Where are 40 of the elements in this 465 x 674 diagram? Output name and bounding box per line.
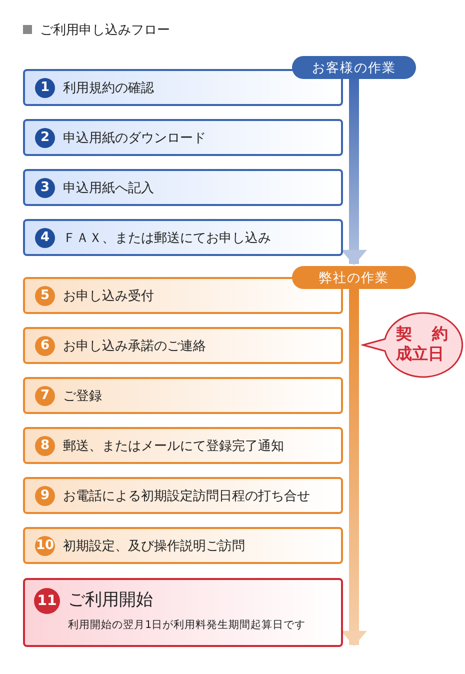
number-badge: 1 <box>35 78 55 98</box>
callout-text: 契約 <box>396 324 448 344</box>
step-box <box>23 578 343 647</box>
number-badge: 7 <box>35 386 55 406</box>
step-box <box>23 527 343 564</box>
title-text: ご利用申し込みフロー <box>40 22 170 39</box>
step-text: お電話による初期設定訪問日程の打ち合せ <box>63 488 310 504</box>
step-box <box>23 119 343 156</box>
number-badge: 10 <box>35 536 55 556</box>
number-badge: 4 <box>35 228 55 248</box>
step-text: ＦＡＸ、または郵送にてお申し込み <box>63 230 271 246</box>
number-badge: 11 <box>34 588 60 614</box>
step-box <box>23 327 343 364</box>
step-text: ご登録 <box>63 388 102 404</box>
section-label: 弊社の作業 <box>292 266 416 289</box>
step-text: 申込用紙へ記入 <box>63 180 154 196</box>
step-box <box>23 377 343 414</box>
step-box <box>23 477 343 514</box>
number-badge: 3 <box>35 178 55 198</box>
callout-text: 成立日 <box>396 344 445 364</box>
step-text: お申し込み受付 <box>63 288 154 304</box>
step-box <box>23 427 343 464</box>
note-text: 利用開始の翌月1日が利用料発生期間起算日です <box>68 618 306 632</box>
callout-bubble <box>361 311 463 379</box>
step-box <box>23 219 343 256</box>
number-badge: 9 <box>35 486 55 506</box>
step-text: お申し込み承諾のご連絡 <box>63 338 206 354</box>
step-text: 利用規約の確認 <box>63 80 154 96</box>
number-badge: 8 <box>35 436 55 456</box>
step-text: 郵送、またはメールにて登録完了通知 <box>63 438 284 454</box>
number-badge: 6 <box>35 336 55 356</box>
step-text: ご利用開始 <box>68 589 154 612</box>
flow-arrow <box>341 289 367 646</box>
number-badge: 2 <box>35 128 55 148</box>
number-badge: 5 <box>35 286 55 306</box>
step-box <box>23 169 343 206</box>
flow-arrow <box>341 79 367 266</box>
step-text: 初期設定、及び操作説明ご訪問 <box>63 538 245 554</box>
section-label: お客様の作業 <box>292 56 416 79</box>
step-text: 申込用紙のダウンロード <box>63 130 206 146</box>
